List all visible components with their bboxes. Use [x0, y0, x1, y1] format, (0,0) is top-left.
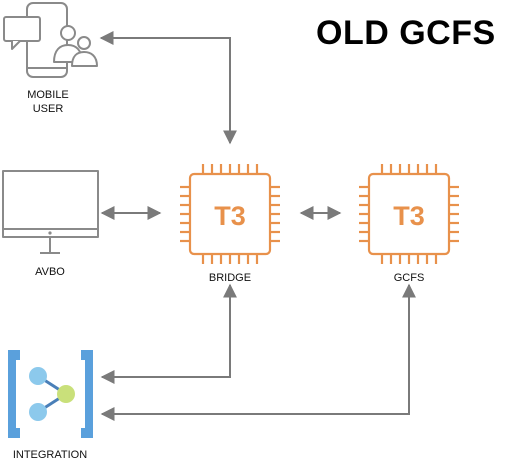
mobile-user-icon [3, 2, 98, 78]
gcfs-chip-text: T3 [393, 201, 425, 231]
mobile-user-label-line2: USER [32, 103, 64, 115]
connector-integration-bridge [100, 283, 237, 384]
monitor-icon [2, 170, 99, 254]
bridge-chip-text: T3 [214, 201, 246, 231]
mobile-user-label: MOBILE USER [20, 88, 76, 116]
integration-label: INTEGRATION [12, 449, 88, 461]
bridge-chip-icon [180, 164, 280, 264]
diagram-title: OLD GCFS [316, 14, 496, 52]
bridge-label: BRIDGE [208, 272, 252, 284]
monitor-power-dot [48, 231, 52, 235]
mobile-user-label-line1: MOBILE [27, 89, 69, 101]
connector-mobile-bridge [99, 31, 237, 145]
connector-integration-gcfs [100, 283, 416, 421]
gcfs-chip-icon [359, 164, 459, 264]
gcfs-label: GCFS [393, 272, 425, 284]
integration-icon [8, 350, 93, 438]
avbo-label: AVBO [35, 266, 65, 278]
